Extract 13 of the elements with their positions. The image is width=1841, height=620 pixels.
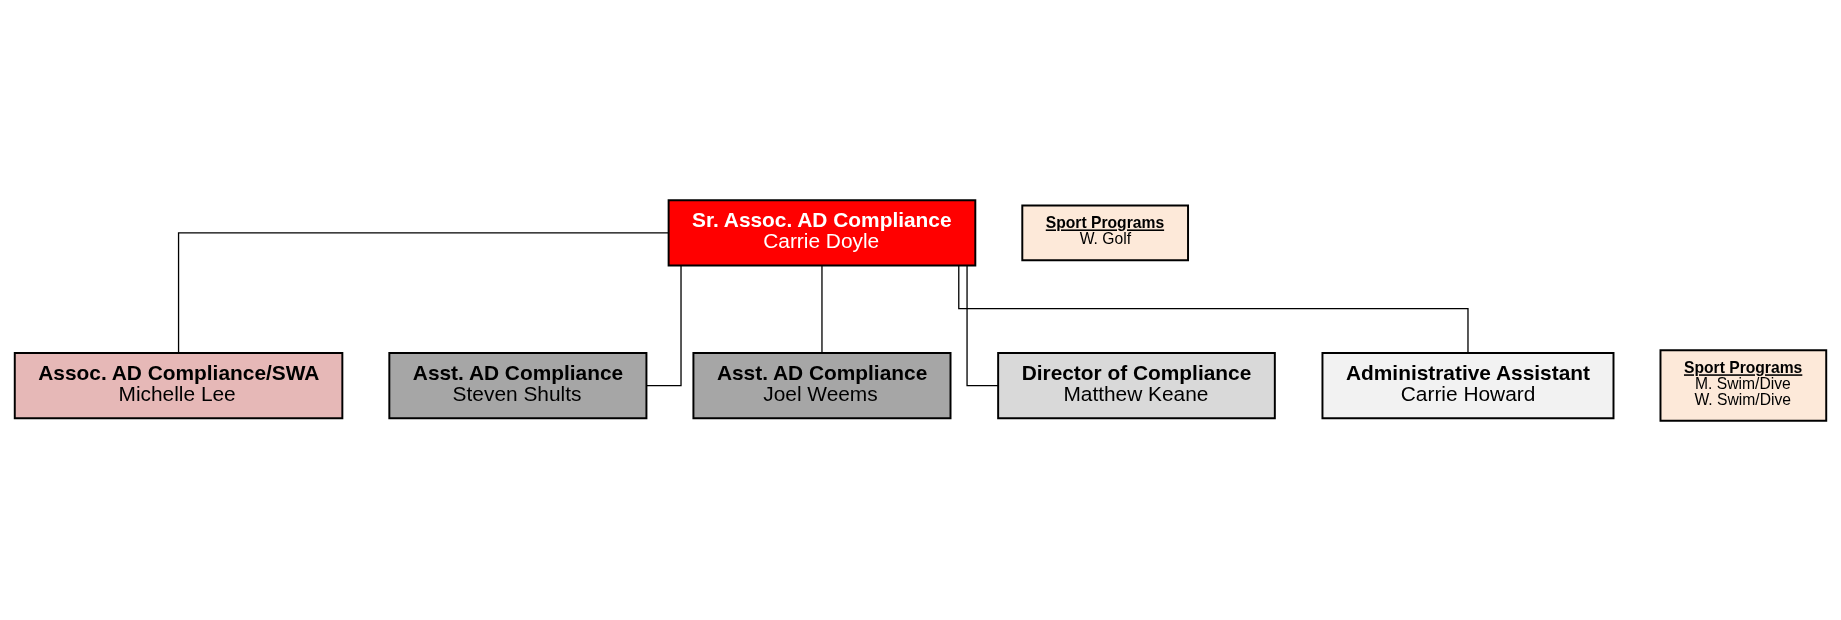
node-box: Asst. AD Compliance Steven Shults	[388, 351, 648, 419]
node-box: Sr. Assoc. AD Compliance Carrie Doyle	[667, 198, 977, 266]
connector	[821, 264, 823, 353]
node-box: Administrative Assistant Carrie Howard	[1321, 351, 1615, 419]
node-box: Assoc. AD Compliance/SWA Michelle Lee	[13, 351, 344, 419]
node-box: Sport Programs M. Swim/Dive W. Swim/Dive	[1659, 348, 1828, 422]
node-box: Asst. AD Compliance Joel Weems	[692, 351, 952, 419]
connector	[177, 231, 669, 353]
connector	[958, 264, 1469, 354]
connector	[646, 264, 682, 386]
node-box: Director of Compliance Matthew Keane	[997, 351, 1276, 419]
connector	[966, 264, 999, 386]
node-box: Sport Programs W. Golf	[1021, 203, 1189, 261]
